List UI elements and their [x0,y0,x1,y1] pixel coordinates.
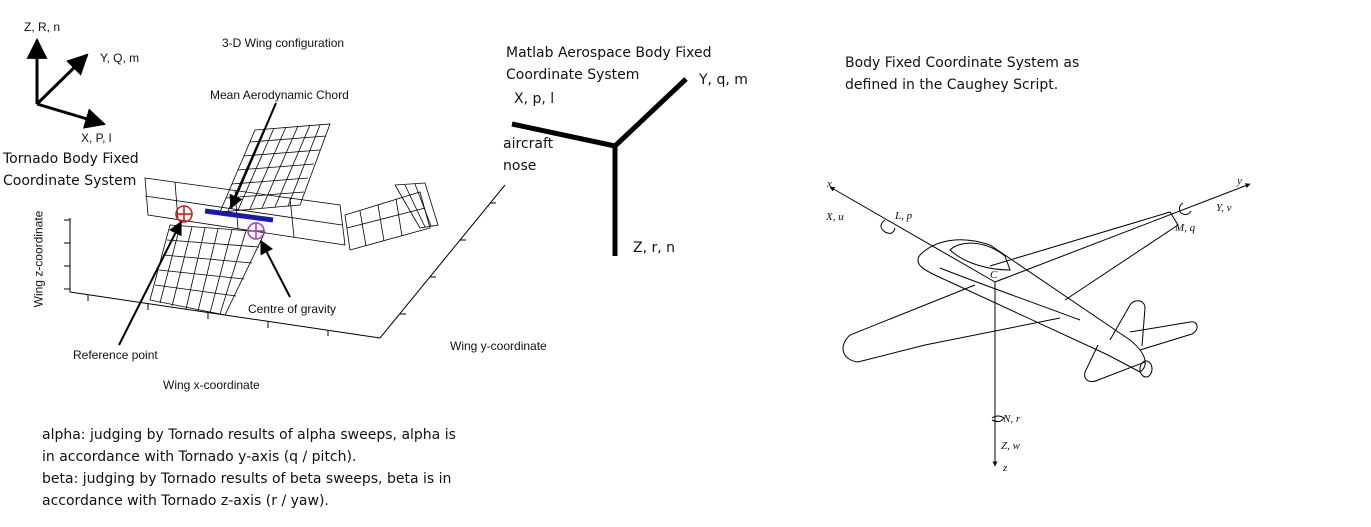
tornado-title-line2: Coordinate System [3,173,137,189]
caughey-y-axis-label: y [1237,175,1242,187]
caughey-aircraft-sketch [829,183,1251,467]
tornado-x-axis-label: X, P, l [81,131,112,145]
caughey-z-axis-label: z [1003,462,1008,474]
matlab-z-label: Z, r, n [633,240,676,256]
tornado-z-axis-label: Z, R, n [24,20,61,34]
caughey-zw-label: Z, w [1001,440,1020,452]
note-line-4: accordance with Tornado z-axis (r / yaw)… [42,493,329,509]
matlab-y-axis [613,77,688,148]
matlab-title-line1: Matlab Aerospace Body Fixed [506,45,712,61]
tornado-x-axis [36,102,107,129]
wing-z-coordinate-label: Wing z-coordinate [31,210,46,308]
note-line-1: alpha: judging by Tornado results of alp… [42,427,456,443]
cg-label: Centre of gravity [248,302,337,316]
cg-pointer-arrow [260,239,291,298]
matlab-y-label: Y, q, m [699,72,748,88]
caughey-c-label: C [990,269,998,281]
wing-y-coordinate-label: Wing y-coordinate [450,339,547,353]
caughey-x-axis [829,186,996,283]
caughey-yv-label: Y, v [1216,202,1232,214]
matlab-axes-triad [511,77,688,256]
mac-pointer-arrow [229,102,277,210]
reference-point-marker [175,205,193,223]
wing-x-coordinate-label: Wing x-coordinate [163,378,260,392]
centre-of-gravity-marker [247,222,265,240]
caughey-xu-label: X, u [826,211,844,223]
tornado-axes-triad [26,37,107,129]
aircraft-nose-line1: aircraft [503,136,554,152]
matlab-x-axis [511,121,616,149]
wing-config-title: 3-D Wing configuration [222,36,345,50]
tornado-y-axis-label: Y, Q, m [100,51,140,65]
caughey-title-line2: defined in the Caughey Script. [845,77,1059,93]
wing-mesh [144,123,439,316]
caughey-title-line1: Body Fixed Coordinate System as [845,55,1080,71]
caughey-mq-label: M, q [1175,222,1196,234]
matlab-title-line2: Coordinate System [506,67,640,83]
mac-label: Mean Aerodynamic Chord [210,88,349,102]
aircraft-nose-line2: nose [503,158,537,174]
note-line-3: beta: judging by Tornado results of beta… [42,471,452,487]
caughey-lp-label: L, p [895,210,913,222]
tornado-y-axis [35,53,89,106]
matlab-x-label: X, p, l [514,91,555,107]
caughey-x-axis-label: x [827,178,832,190]
caughey-nr-label: N, r [1003,413,1021,425]
reference-pointer-arrow [118,220,182,346]
caughey-y-axis [994,183,1251,283]
note-line-2: in accordance with Tornado y-axis (q / p… [42,449,357,465]
mean-aerodynamic-chord-line [204,208,274,223]
reference-point-label: Reference point [73,348,158,362]
tornado-title-line1: Tornado Body Fixed [3,151,139,167]
